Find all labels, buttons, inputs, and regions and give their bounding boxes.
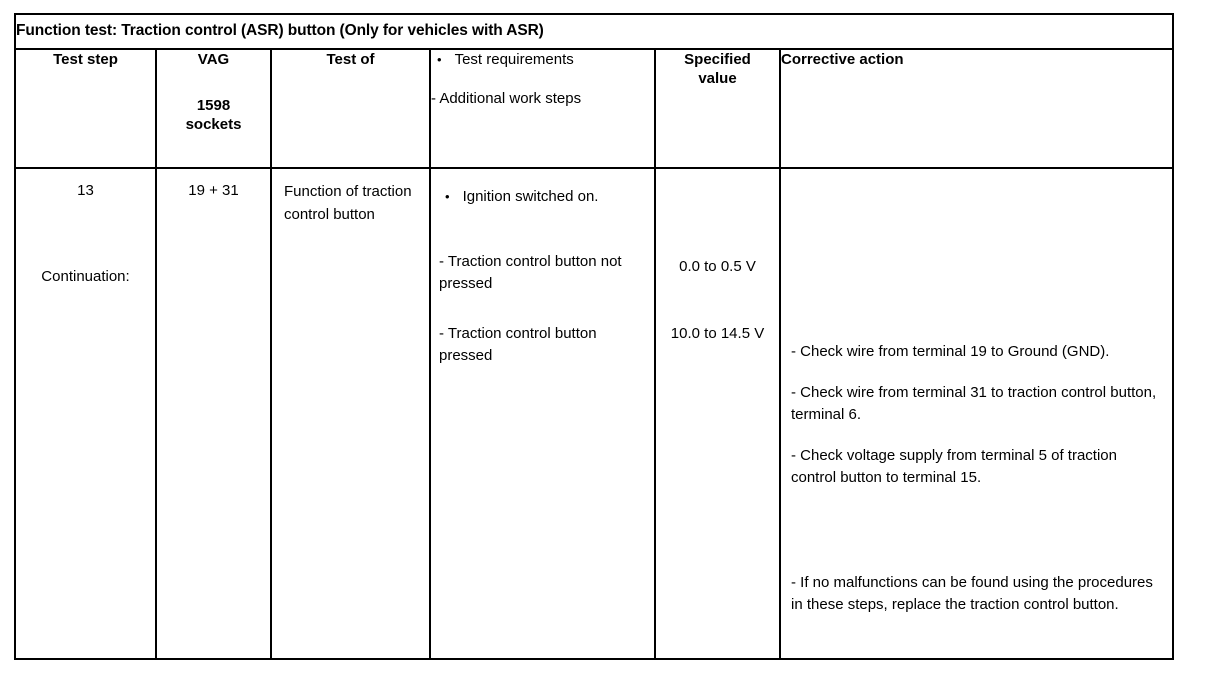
cell-test-step: 13 Continuation: xyxy=(14,167,157,660)
corrective-action-item-4: - If no malfunctions can be found using … xyxy=(791,573,1153,614)
header-corrective-action: Corrective action xyxy=(781,51,904,68)
corrective-action-item-1: - Check wire from terminal 19 to Ground … xyxy=(791,343,1110,360)
header-cell-specified-value: Specified value xyxy=(654,48,781,169)
specified-value-2: 10.0 to 14.5 V xyxy=(670,325,765,342)
header-test-step: Test step xyxy=(53,51,118,68)
table-title-cell: Function test: Traction control (ASR) bu… xyxy=(13,13,1175,50)
specified-values-list: 0.0 to 0.5 V 10.0 to 14.5 V xyxy=(656,169,779,658)
test-step-continuation: Continuation: xyxy=(41,268,130,285)
header-specified: Specified xyxy=(684,51,751,68)
cell-vag-inner: 19 + 31 xyxy=(157,169,270,201)
header-cell-test-step: Test step xyxy=(14,48,157,169)
corrective-actions-list: - Check wire from terminal 19 to Ground … xyxy=(791,341,1164,617)
cell-requirements: • Ignition switched on. - Traction contr… xyxy=(429,167,656,660)
cell-test-step-inner: 13 Continuation: xyxy=(16,169,155,287)
bullet-icon: • xyxy=(437,52,442,67)
header-cell-test-of: Test of xyxy=(270,48,431,169)
header-vag: VAG xyxy=(197,51,230,68)
table-title: Function test: Traction control (ASR) bu… xyxy=(16,22,544,39)
table-header-row: Test step VAG 1598 sockets Test of • Tes… xyxy=(14,48,1175,169)
requirement-text-1: Ignition switched on. xyxy=(462,188,599,205)
header-requirements-bullet-row: • Test requirements xyxy=(431,50,654,70)
vag-sockets-value: 19 + 31 xyxy=(188,182,239,199)
cell-test-of-inner: Function of traction control button xyxy=(272,169,429,226)
bullet-icon: • xyxy=(445,189,450,204)
test-step-number: 13 xyxy=(77,182,94,199)
specified-value-1: 0.0 to 0.5 V xyxy=(679,258,756,275)
function-test-table: Function test: Traction control (ASR) bu… xyxy=(13,13,1175,660)
corrective-action-item-3: - Check voltage supply from terminal 5 o… xyxy=(791,446,1117,487)
header-vag-sockets: sockets xyxy=(185,116,242,133)
header-test-of: Test of xyxy=(326,51,375,68)
cell-corrective-action: - Check wire from terminal 19 to Ground … xyxy=(778,167,1175,660)
table-title-row: Function test: Traction control (ASR) bu… xyxy=(13,13,1175,50)
cell-vag-sockets: 19 + 31 xyxy=(155,167,272,660)
requirements-list: • Ignition switched on. - Traction contr… xyxy=(431,169,654,368)
requirement-item-2: - Traction control button not pressed xyxy=(439,252,622,293)
corrective-action-item-2: - Check wire from terminal 31 to tractio… xyxy=(791,383,1157,424)
corrective-action-container: - Check wire from terminal 19 to Ground … xyxy=(781,169,1172,658)
table-row: 13 Continuation: 19 + 31 Function of tra… xyxy=(14,167,1175,660)
cell-specified-value: 0.0 to 0.5 V 10.0 to 14.5 V xyxy=(654,167,781,660)
header-cell-corrective-action: Corrective action xyxy=(778,48,1175,169)
requirement-item-3: - Traction control button pressed xyxy=(439,324,597,365)
header-vag-spacer xyxy=(157,69,270,96)
header-test-requirements: Test requirements xyxy=(454,51,574,68)
header-vag-number: 1598 xyxy=(196,97,231,114)
requirement-item-bullet: • Ignition switched on. xyxy=(439,186,646,209)
header-value: value xyxy=(698,70,737,87)
header-additional-work-steps: - Additional work steps xyxy=(431,90,582,107)
cell-test-of: Function of traction control button xyxy=(270,167,431,660)
header-cell-requirements: • Test requirements - Additional work st… xyxy=(429,48,656,169)
test-of-value: Function of traction control button xyxy=(284,183,412,223)
header-cell-vag: VAG 1598 sockets xyxy=(155,48,272,169)
